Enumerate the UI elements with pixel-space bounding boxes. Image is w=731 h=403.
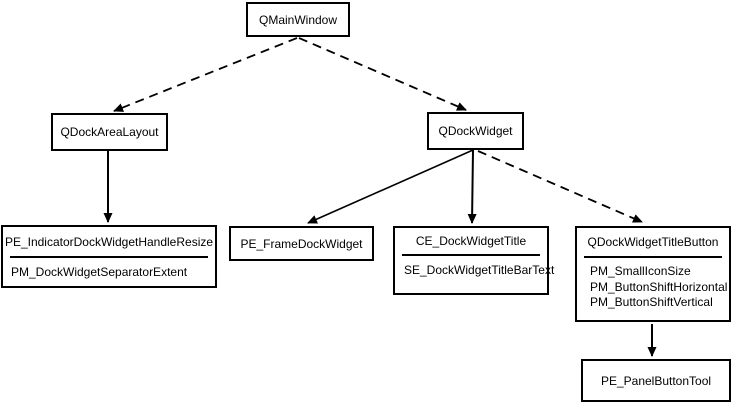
- node-qmainwindow-label: QMainWindow: [258, 12, 338, 27]
- node-dock-widget-title: CE_DockWidgetTitle SE_DockWidgetTitleBar…: [393, 226, 555, 295]
- node-title-button-item: PM_ButtonShiftVertical: [590, 295, 713, 309]
- edge-qdockwidget-to-dockwidgettitle: [467, 149, 477, 224]
- node-dock-widget-title-button: QDockWidgetTitleButton PM_SmallIconSize …: [575, 226, 731, 322]
- node-title-button-title: QDockWidgetTitleButton: [587, 235, 719, 249]
- node-frame-dock-widget: PE_FrameDockWidget: [229, 226, 374, 261]
- node-indicator-title: PE_IndicatorDockWidgetHandleResize: [4, 234, 214, 249]
- node-indicator-dock-widget-handle-resize: PE_IndicatorDockWidgetHandleResize PM_Do…: [1, 225, 217, 288]
- node-title-button-item: PM_ButtonShiftHorizontal: [590, 279, 728, 294]
- node-title-button-item: PM_SmallIconSize: [590, 264, 691, 278]
- compartment-separator: [402, 254, 540, 256]
- node-qmainwindow: QMainWindow: [246, 2, 350, 37]
- node-dock-widget-title-title: CE_DockWidgetTitle: [415, 234, 527, 248]
- node-indicator-item: PM_DockWidgetSeparatorExtent: [11, 265, 188, 279]
- node-qdockwidget-label: QDockWidget: [438, 124, 513, 138]
- node-qdockwidget: QDockWidget: [427, 112, 524, 150]
- node-qdockarealayout-label: QDockAreaLayout: [60, 125, 159, 139]
- edge-qmainwindow-to-qdockwidget: [298, 37, 467, 111]
- node-qdockarealayout: QDockAreaLayout: [51, 113, 168, 151]
- edge-qdockwidget-to-titlebutton: [477, 150, 643, 223]
- edge-qmainwindow-to-qdockarealayout: [113, 37, 298, 112]
- node-frame-dock-widget-label: PE_FrameDockWidget: [240, 236, 363, 251]
- compartment-separator: [10, 256, 208, 258]
- node-panel-button-tool-label: PE_PanelButtonTool: [600, 373, 712, 388]
- node-dock-widget-title-item: SE_DockWidgetTitleBarText: [404, 263, 555, 277]
- node-panel-button-tool: PE_PanelButtonTool: [581, 359, 731, 402]
- compartment-separator: [584, 256, 722, 258]
- edge-qdockwidget-to-framedockwidget: [307, 149, 474, 224]
